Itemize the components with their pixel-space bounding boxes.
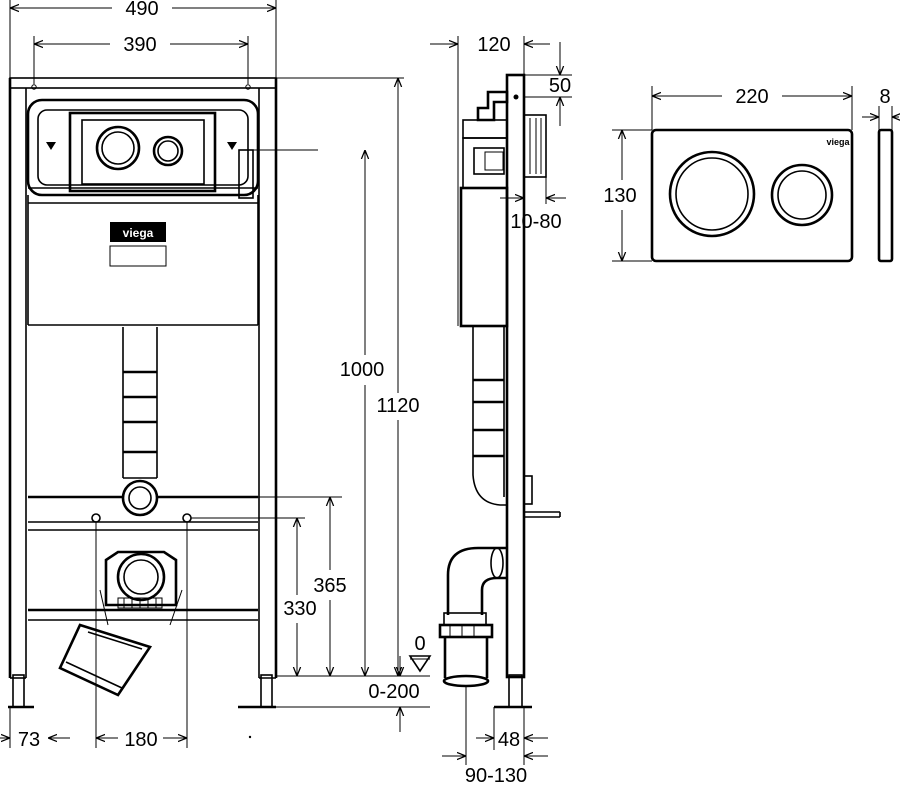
dimension-130: 130 [603,129,652,262]
dimension-330: 330 [283,518,317,676]
dimension-0-200-label: 0-200 [368,681,419,703]
dimension-130-label: 130 [603,185,636,207]
dimension-73: 73 [0,707,70,751]
dimension-365: 365 [313,497,347,676]
dimension-180: 180 [95,522,188,751]
dimension-0-200: 0-200 [368,656,420,732]
side-rod [523,475,561,518]
wall-bracket [462,90,509,189]
flush-pipe [121,327,159,517]
zero-level-label: 0 [414,633,425,655]
dimension-50: 50 [524,42,572,126]
dimension-120-label: 120 [477,34,510,56]
dimension-8-label: 8 [879,86,890,108]
frame-outline [8,77,278,679]
side-flush-pipe [472,326,507,506]
dimension-73-label: 73 [18,729,40,751]
dimension-390: 390 [33,34,249,84]
dimension-1120: 1120 [276,77,420,676]
frame-feet [8,674,276,709]
dimension-8: 8 [862,86,899,130]
cistern-body [459,186,509,328]
dimension-180-label: 180 [124,729,157,751]
dimension-490-label: 490 [125,0,158,20]
dimension-220: 220 [651,86,853,130]
dimension-120: 120 [430,34,550,326]
dimension-50-label: 50 [549,75,571,97]
dimension-90-130-label: 90-130 [465,765,527,787]
flush-plate-brand-label: viega [826,137,850,147]
side-view: 120 50 10-80 48 [430,34,572,787]
cistern-brand-label: viega [123,226,154,240]
side-foot [494,674,532,709]
front-panel [505,73,572,679]
dimension-1000: 1000 [340,150,385,676]
dimension-1000-label: 1000 [340,359,385,381]
dimension-90-130: 90-130 [442,686,548,787]
dimension-48: 48 [476,707,548,765]
dimension-10-80-label: 10-80 [510,211,561,233]
dimension-220-label: 220 [735,86,768,108]
drain-bend [438,546,507,688]
dimension-1120-label: 1120 [376,395,419,417]
crossbars [28,495,342,621]
dimension-48-label: 48 [498,729,520,751]
front-view: viega [0,0,432,751]
dimension-390-label: 390 [123,34,156,56]
cistern: viega [26,98,318,326]
drain-elbow [58,589,183,697]
zero-level-marker: 0 [408,633,432,673]
dimension-330-label: 330 [283,598,316,620]
dimension-10-80: 10-80 [500,177,566,233]
flush-plate-view: viega 220 130 [603,86,899,263]
dimension-365-label: 365 [313,575,346,597]
flush-plate-edge [877,128,894,263]
flush-plate: viega [650,128,854,263]
dimension-490: 490 [9,0,277,78]
drain-connector [104,550,178,609]
actuator-spacer [523,114,547,178]
